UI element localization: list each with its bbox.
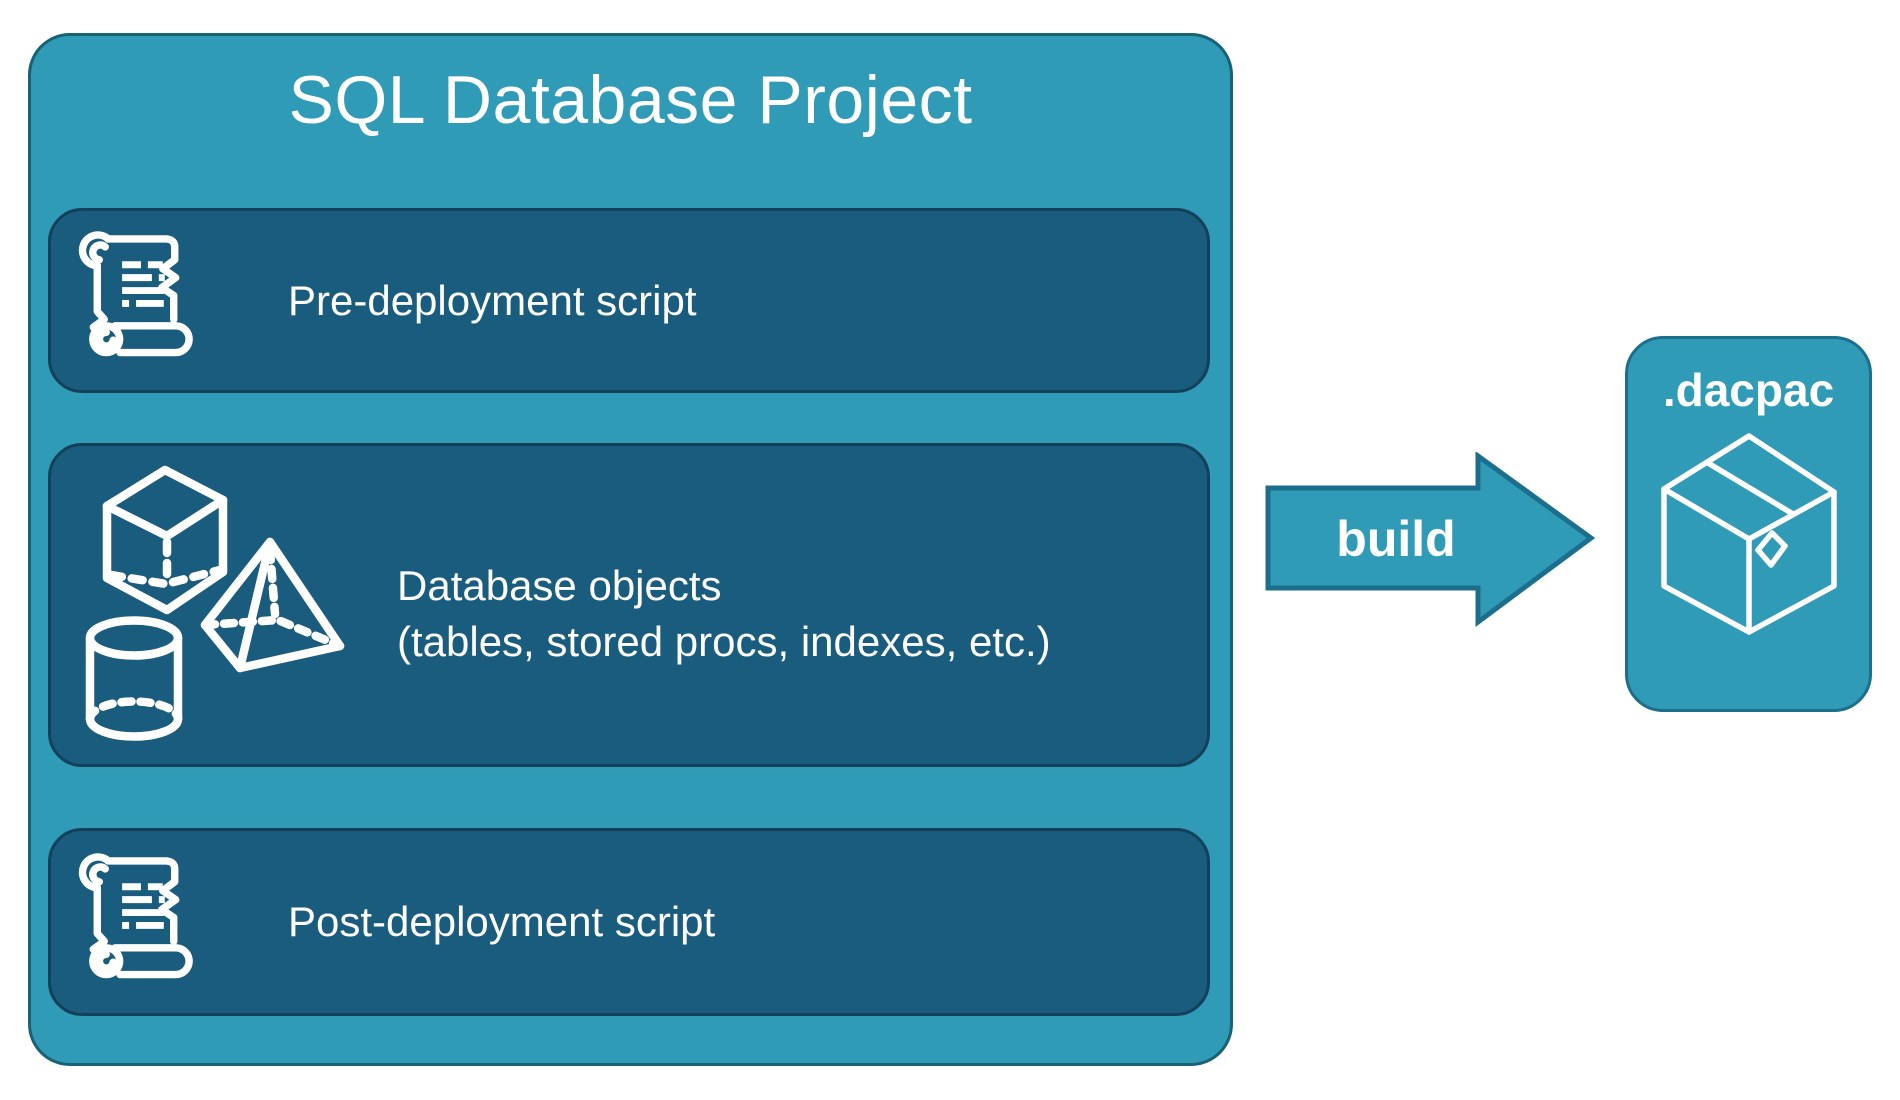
- dacpac-box: .dacpac: [1625, 336, 1872, 712]
- panel-post-deployment-script: [48, 828, 1210, 1016]
- database-objects-icon: [85, 465, 345, 741]
- panel-label-post-deployment: Post-deployment script: [288, 828, 715, 1016]
- pyramid-icon: [200, 537, 345, 673]
- build-arrow: [1265, 452, 1596, 627]
- panel-label-text: Pre-deployment script: [288, 276, 697, 324]
- panel-label-text: Post-deployment script: [288, 898, 716, 945]
- scroll-icon: [78, 231, 193, 357]
- package-icon-wrap: [1656, 429, 1842, 644]
- panel-database-objects: [48, 443, 1210, 767]
- diagram-title: SQL Database Project: [288, 62, 973, 138]
- panel-label-line-2: (tables, stored procs, indexes, etc.): [397, 618, 1051, 665]
- scroll-icon: [78, 853, 193, 979]
- dacpac-label: .dacpac: [1662, 364, 1835, 416]
- panel-label-line-1: Database objects: [397, 562, 722, 609]
- panel-pre-deployment-script: [48, 208, 1210, 393]
- panel-label-pre-deployment: Pre-deployment script: [288, 208, 697, 393]
- package-icon: [1660, 433, 1837, 635]
- cube-icon: [102, 465, 228, 615]
- build-arrow-label: build: [1336, 511, 1456, 567]
- cylinder-icon: [85, 616, 183, 741]
- panel-label-database-objects: Database objects (tables, stored procs, …: [397, 558, 1051, 670]
